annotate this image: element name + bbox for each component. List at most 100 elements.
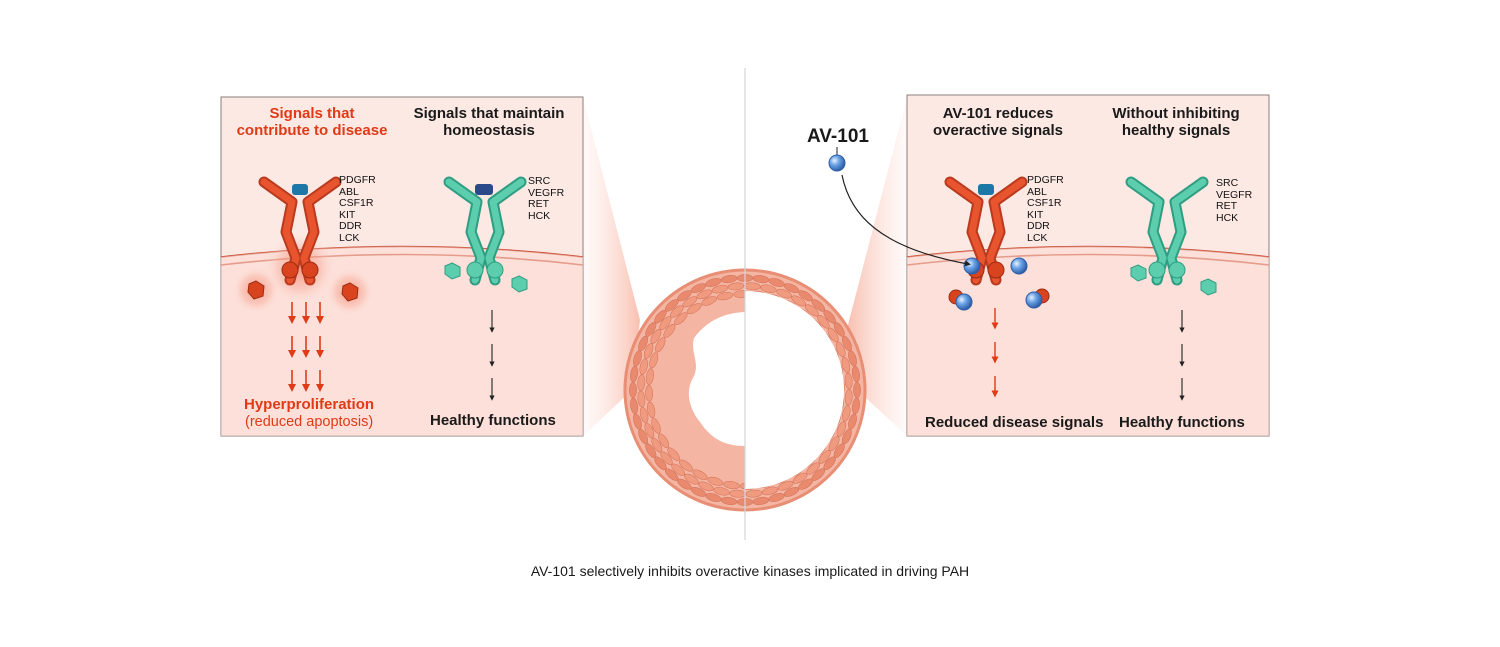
header-line: overactive signals — [932, 122, 1064, 139]
vessel-cell — [844, 389, 853, 406]
vessel-cell — [637, 374, 646, 391]
vessel-cell — [646, 401, 656, 419]
left-disease-outcome-sub: (reduced apoptosis) — [245, 414, 374, 430]
vessel-cell — [806, 462, 820, 475]
vessel-cell — [713, 487, 730, 496]
vessel-cell — [841, 356, 851, 373]
vessel-cell — [828, 436, 840, 451]
vessel-cell — [658, 433, 670, 449]
vessel-cell — [842, 405, 851, 422]
kinase-label: LCK — [1027, 231, 1048, 244]
kinase-label: KIT — [1027, 208, 1044, 221]
left-disease-outcome: Hyperproliferation — [244, 396, 375, 413]
vessel-cell — [660, 451, 673, 465]
vessel-cell — [643, 343, 654, 359]
vessel-cell — [659, 316, 672, 330]
right-healthy-outcome: Healthy functions — [1119, 414, 1245, 431]
left-healthy-kinase-list: SRC VEGFR RET HCK — [528, 175, 565, 222]
vessel-cell — [678, 459, 693, 472]
vessel-cell — [674, 312, 688, 325]
vessel-cell — [686, 303, 702, 315]
vessel-cell — [629, 381, 637, 399]
kinase-label: CSF1R — [339, 197, 374, 209]
vessel-cell — [684, 473, 699, 485]
vessel-cell — [698, 481, 714, 492]
header-line: Signals that — [269, 105, 355, 122]
vessel-cell — [707, 476, 724, 486]
left-homeostasis-header: Signals that maintain homeostasis — [405, 105, 573, 139]
right-panel — [906, 94, 1270, 437]
kinase-label: RET — [1216, 200, 1237, 212]
vessel-cell — [639, 358, 648, 375]
right-disease-outcome: Reduced disease signals — [925, 414, 1104, 431]
kinase-label: SRC — [1216, 177, 1239, 189]
kinase-label: HCK — [528, 209, 551, 222]
vessel-cell — [727, 282, 745, 291]
kinase-label: HCK — [1216, 211, 1239, 224]
vessel-cell — [744, 282, 761, 291]
vessel-cell — [805, 304, 819, 317]
right-disease-header: AV-101 reduces overactive signals — [918, 105, 1078, 139]
header-line: contribute to disease — [236, 122, 388, 139]
left-healthy-outcome: Healthy functions — [430, 412, 556, 429]
vessel-cell — [711, 284, 728, 294]
kinase-label: VEGFR — [1216, 188, 1253, 201]
vessel-cell — [682, 296, 698, 308]
kinase-label: DDR — [1027, 220, 1050, 232]
vessel-cell — [836, 421, 847, 437]
vessel-cell — [650, 329, 662, 344]
kinase-label: DDR — [339, 220, 362, 232]
figure-caption: AV-101 selectively inhibits overactive k… — [530, 563, 970, 579]
vessel-cell — [729, 489, 746, 498]
healthy-receptor — [443, 176, 527, 286]
vessel-cell — [835, 341, 846, 358]
left-disease-header: Signals that contribute to disease — [230, 105, 394, 139]
right-healthy-header: Without inhibiting healthy signals — [1096, 105, 1256, 139]
vessel-cell — [663, 323, 676, 338]
vessel-cell — [692, 469, 708, 480]
kinase-label: RET — [528, 198, 549, 210]
vessel-cell — [696, 289, 713, 300]
vessel-cell — [651, 418, 661, 434]
vessel-cell — [644, 422, 655, 439]
header-line: AV-101 reduces — [942, 105, 1054, 122]
vessel-cell — [645, 368, 654, 385]
left-panel — [220, 96, 584, 437]
vessel-cell — [667, 447, 680, 461]
vessel-cell — [762, 486, 779, 496]
kinase-label: PDGFR — [339, 174, 376, 186]
vessel-cell — [844, 372, 853, 390]
right-disease-kinase-list: PDGFR ABL CSF1R KIT DDR LCK — [1027, 174, 1064, 244]
unaffected-receptor — [1125, 176, 1209, 286]
drug-label: AV-101 — [807, 126, 869, 147]
kinase-label: ABL — [1027, 185, 1047, 198]
kinase-label: VEGFR — [528, 186, 565, 199]
vessel-cross-section — [623, 265, 867, 515]
vessel-cell — [827, 327, 839, 343]
header-line: homeostasis — [443, 122, 535, 139]
header-line: Without inhibiting — [1112, 105, 1240, 122]
kinase-label: SRC — [528, 175, 551, 187]
kinase-label: KIT — [339, 208, 356, 221]
vessel-cell — [716, 291, 734, 301]
kinase-label: CSF1R — [1027, 197, 1062, 209]
header-line: healthy signals — [1121, 122, 1231, 139]
vessel-cell — [776, 288, 792, 299]
vessel-cell — [723, 481, 740, 490]
kinase-label: ABL — [339, 185, 359, 198]
vessel-cell — [817, 315, 830, 329]
vessel-cell — [777, 480, 794, 491]
vessel-cell — [701, 296, 717, 306]
vessel-cell — [637, 390, 646, 408]
vessel-cell — [671, 463, 685, 476]
vessel-cell — [791, 295, 806, 307]
vessel-cell — [745, 489, 763, 498]
kinase-label: PDGFR — [1027, 174, 1064, 186]
vessel-cell — [639, 407, 649, 424]
vessel-cell — [645, 385, 653, 402]
vessel-cell — [655, 337, 666, 353]
vessel-cell — [851, 365, 860, 383]
drug-molecule — [828, 147, 971, 267]
vessel-cell — [651, 437, 663, 453]
